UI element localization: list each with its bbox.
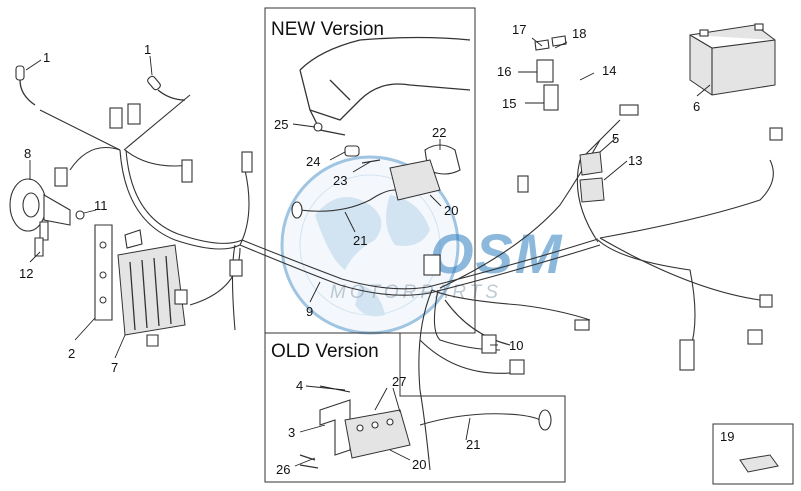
part10-sensor	[481, 334, 525, 375]
label-part-6: 6	[693, 99, 700, 114]
label-part-2: 2	[68, 346, 75, 361]
right-connectors	[423, 104, 783, 371]
part19-frame	[712, 423, 794, 485]
label-part-23: 23	[333, 173, 347, 188]
old-version-frame: OLD Version	[264, 333, 566, 483]
part21-coil-new	[291, 189, 396, 219]
part1-bulb-left	[15, 65, 36, 106]
part8-horn	[9, 178, 71, 232]
part16-18-connectors	[534, 35, 567, 111]
label-part-26: 26	[276, 462, 290, 477]
part26-screws-old	[299, 454, 319, 469]
label-part-15: 15	[502, 96, 516, 111]
part19-clip	[739, 454, 779, 473]
label-part-12: 12	[19, 266, 33, 281]
label-part-1a: 1	[43, 50, 50, 65]
new-version-frame: NEW Version	[264, 7, 476, 334]
label-part-21b: 21	[466, 437, 480, 452]
new-version-frame-sketch	[299, 36, 471, 136]
label-part-21a: 21	[353, 233, 367, 248]
label-part-20b: 20	[412, 457, 426, 472]
label-part-20a: 20	[444, 203, 458, 218]
part22-relay	[424, 144, 461, 175]
label-part-4: 4	[296, 378, 303, 393]
label-part-27: 27	[392, 374, 406, 389]
label-part-24: 24	[306, 154, 320, 169]
part3-bracket-old	[319, 399, 351, 456]
label-part-14: 14	[602, 63, 616, 78]
label-part-3: 3	[288, 425, 295, 440]
label-part-10: 10	[509, 338, 523, 353]
label-part-5: 5	[612, 131, 619, 146]
watermark-text: OSM MOTORPARTS	[330, 222, 564, 303]
label-part-7: 7	[111, 360, 118, 375]
part5-13-relays	[579, 151, 605, 203]
label-part-22: 22	[432, 125, 446, 140]
label-part-16: 16	[497, 64, 511, 79]
label-part-17: 17	[512, 22, 526, 37]
label-part-11: 11	[94, 198, 108, 213]
part20-cdi-new	[389, 159, 441, 201]
label-part-13: 13	[628, 153, 642, 168]
watermark-brand: OSM	[430, 222, 564, 285]
new-version-title: NEW Version	[271, 19, 384, 40]
part11-12-screws	[34, 210, 159, 347]
label-part-19: 19	[720, 429, 734, 444]
part-number-labels: 1 1 2 3 4 5 6 7 8 9 10 11 12 13 14 15 16…	[19, 22, 734, 477]
watermark-sub: MOTORPARTS	[330, 282, 502, 303]
part7-regulator	[117, 244, 186, 336]
label-part-8: 8	[24, 146, 31, 161]
part6-battery	[689, 23, 776, 96]
old-version-title: OLD Version	[271, 341, 379, 362]
label-part-1b: 1	[144, 42, 151, 57]
label-part-18: 18	[572, 26, 586, 41]
part2-bracket	[94, 224, 113, 321]
part1-bulb-right	[147, 75, 186, 101]
leader-lines	[25, 37, 711, 467]
part21-coil-old	[419, 409, 552, 431]
part20-cdi-old	[344, 409, 411, 459]
left-connectors	[54, 103, 253, 305]
label-part-25: 25	[274, 117, 288, 132]
label-part-9: 9	[306, 304, 313, 319]
